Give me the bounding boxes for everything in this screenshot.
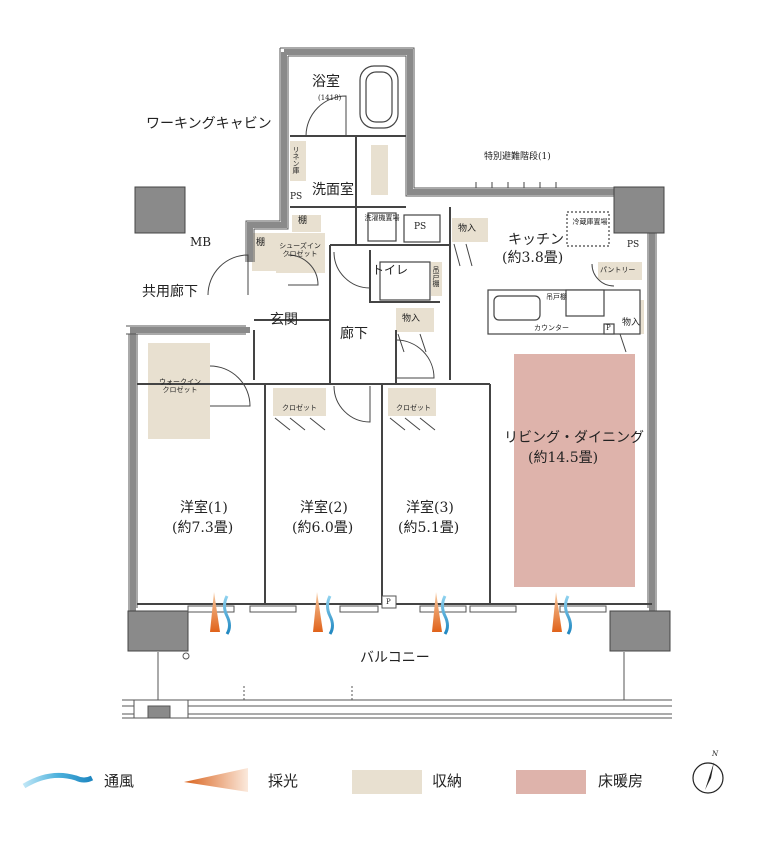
pantry-label: パントリー (600, 266, 636, 274)
balcony-label: バルコニー (360, 650, 430, 666)
p-label-window: P (386, 598, 391, 606)
shelf-label-1: 棚 (298, 216, 308, 226)
linen-label: リネン庫 (292, 146, 301, 174)
window-line (187, 595, 607, 613)
legend-storage-label: 収納 (432, 772, 463, 790)
balcony (122, 652, 672, 719)
compass-north-label: N (712, 750, 719, 758)
washer-label: 洗濯機置場 (364, 214, 400, 222)
legend-ventilation-label: 通風 (104, 772, 135, 790)
toilet-cabinet-label: 吊戸棚 (432, 266, 441, 287)
stairs-label: 特別避難階段(1) (484, 152, 551, 162)
hallway-label: 廊下 (340, 326, 368, 342)
closet-label-2: クロゼット (282, 404, 317, 412)
legend-daylight-icon (184, 768, 248, 792)
legend-floor-heating-label: 床暖房 (598, 772, 644, 790)
toilet-label: トイレ (372, 263, 409, 277)
ps-label-1: PS (290, 192, 303, 202)
daylight-markers (210, 592, 562, 632)
compass-icon (692, 762, 724, 794)
room3-label: 洋室(3) (406, 500, 454, 516)
kitchen-cabinet-label: 吊戸棚 (546, 293, 567, 301)
kitchen-size-label: (約3.8畳) (502, 250, 564, 266)
storage-label-3: 物入 (402, 314, 421, 324)
living-label: リビング・ダイニング (504, 430, 644, 446)
entrance-label: 玄関 (270, 312, 298, 328)
legend-ventilation-icon (22, 772, 94, 789)
stairs-railing (475, 182, 557, 188)
mb-label: MB (190, 235, 212, 249)
bath-label: 浴室 (312, 74, 340, 90)
columns (127, 186, 671, 652)
washroom-label: 洗面室 (312, 182, 354, 198)
storage-label-1: 物入 (458, 224, 477, 234)
room1-size-label: (約7.3畳) (172, 520, 234, 536)
fixtures (359, 65, 641, 335)
interior-walls (137, 135, 652, 605)
bath-size-label: (1418) (318, 94, 342, 102)
legend-floor-heating-swatch (516, 770, 586, 794)
fridge-label: 冷蔵庫置場 (572, 218, 608, 226)
room2-size-label: (約6.0畳) (292, 520, 354, 536)
walking-cabin-label: ワーキングキャビン (146, 116, 272, 132)
shelf-label-2: 棚 (256, 238, 266, 248)
living-size-label: (約14.5畳) (528, 450, 599, 466)
shoes-closet-label: シューズインクロゼット (279, 242, 321, 259)
door-swings (207, 95, 627, 431)
common-corridor-label: 共用廊下 (142, 284, 198, 300)
wall-outlines (126, 47, 657, 616)
storage-label-2: 物入 (622, 318, 641, 328)
kitchen-label: キッチン (508, 232, 564, 248)
p-label-kitchen: P (606, 324, 611, 332)
closet-label-3: クロゼット (396, 404, 431, 412)
room3-size-label: (約5.1畳) (398, 520, 460, 536)
legend-storage-swatch (352, 770, 422, 794)
ps-label-2: PS (414, 222, 427, 232)
ventilation-markers (223, 595, 572, 635)
room1-label: 洋室(1) (180, 500, 228, 516)
floor-heating-area (514, 354, 635, 587)
room2-label: 洋室(2) (300, 500, 348, 516)
ps-label-3: PS (627, 240, 640, 250)
legend-daylight-label: 採光 (268, 772, 299, 790)
exterior-walls (130, 49, 655, 612)
storage-areas (148, 141, 644, 439)
walkin-closet-label: ウォークインクロゼット (159, 378, 201, 395)
counter-label: カウンター (534, 324, 569, 332)
